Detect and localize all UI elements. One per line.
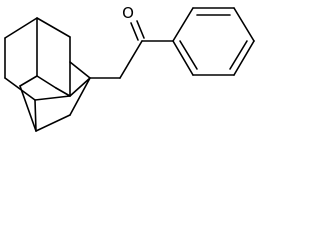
bond: [4, 77, 36, 101]
structure-drawing: O: [4, 4, 255, 132]
bond: [69, 77, 91, 97]
bond: [36, 75, 57, 89]
bond: [4, 17, 38, 39]
bond: [119, 40, 143, 79]
bond: [55, 87, 71, 97]
oxygen-atom-label: O: [122, 4, 134, 22]
aromatic-bond: [229, 40, 248, 70]
carbonyl-bond: [130, 22, 139, 41]
bond: [69, 77, 91, 116]
bond: [172, 40, 194, 76]
phenyl-ring: [172, 7, 255, 76]
bond: [34, 99, 37, 132]
bond: [36, 17, 71, 38]
bond: [69, 61, 91, 79]
bond: [34, 95, 71, 101]
aromatic-bond: [179, 40, 198, 70]
bond: [19, 85, 37, 132]
carbonyl-bond: [136, 20, 145, 39]
acetyl-linker: [89, 20, 174, 79]
adamantane-cage: [4, 17, 91, 132]
bond: [35, 114, 71, 132]
bond: [19, 75, 38, 87]
chemical-structure-diagram: O: [0, 0, 258, 142]
bond: [233, 7, 255, 42]
bond: [233, 40, 255, 76]
bond: [172, 7, 194, 42]
